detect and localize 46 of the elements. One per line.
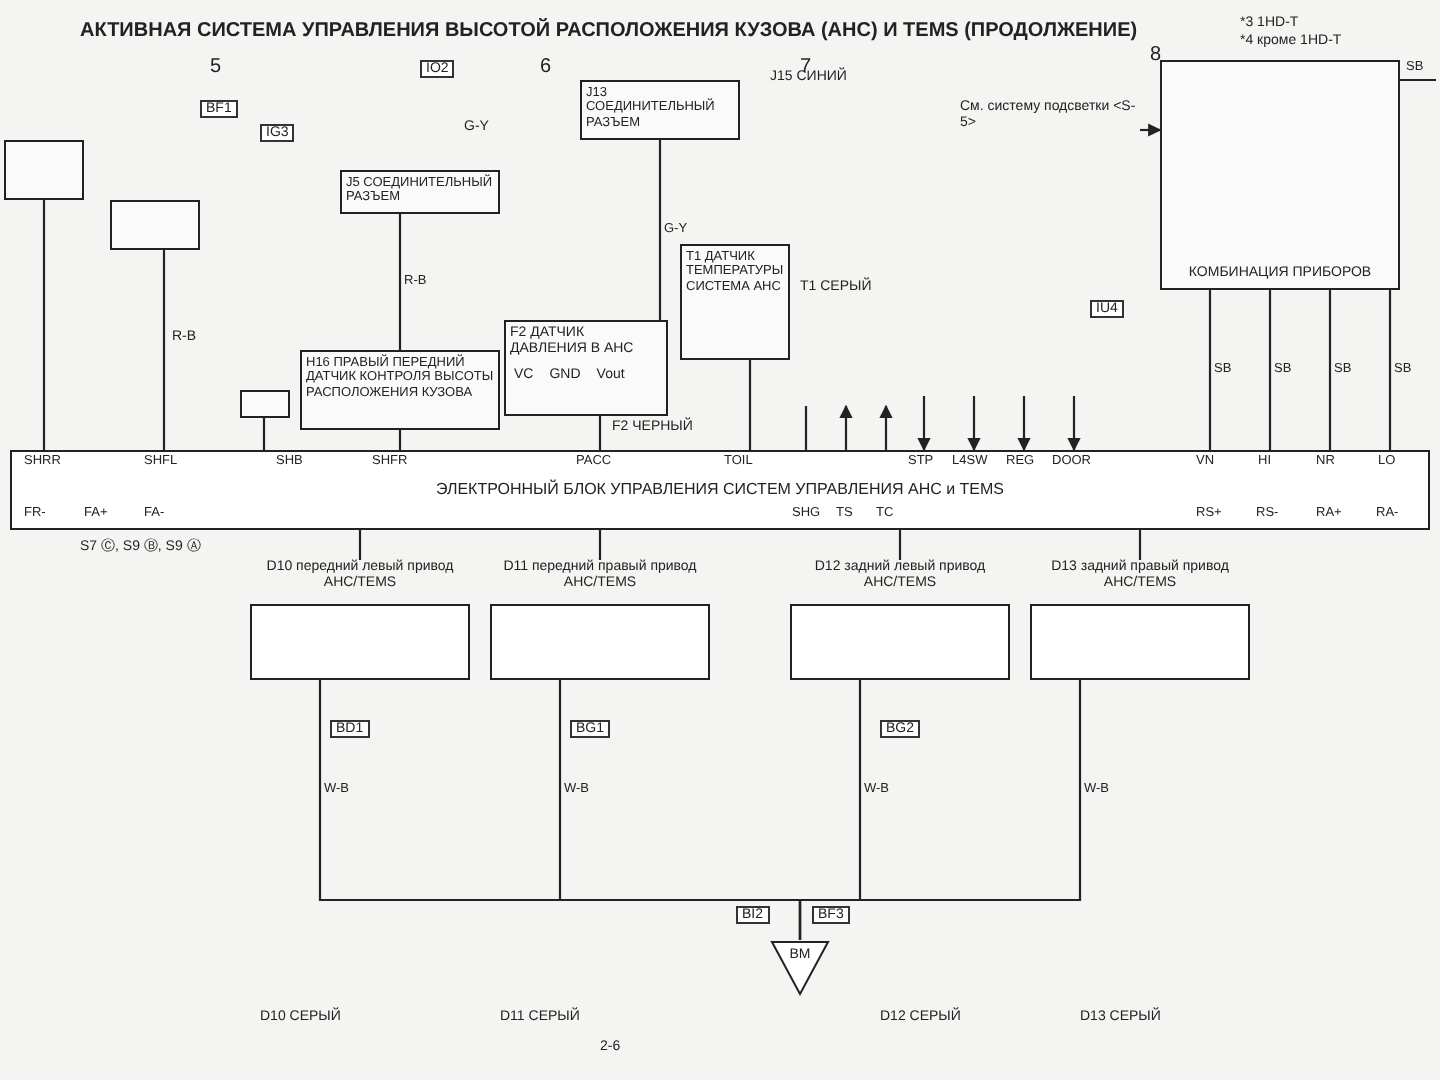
wire [804, 406, 808, 450]
wire [262, 418, 266, 450]
wire [358, 530, 362, 560]
control-unit-block [10, 450, 1430, 530]
arrow [967, 396, 981, 452]
wire [1208, 290, 1212, 450]
title: АКТИВНАЯ СИСТЕМА УПРАВЛЕНИЯ ВЫСОТОЙ РАСПОЛОЖЕНИЯ КУЗОВА (AHC) И TEMS (ПРОДОЛЖЕНИЕ) [80, 20, 1138, 42]
sensor-box [300, 350, 500, 430]
sensor-box [504, 320, 668, 416]
connector-box [340, 170, 500, 214]
wire [748, 360, 752, 450]
arrow [879, 404, 893, 450]
connector-box [580, 80, 740, 140]
arrow [917, 396, 931, 452]
wire [658, 140, 662, 320]
wire [598, 530, 602, 560]
component-box [240, 390, 290, 418]
wire [798, 680, 1082, 940]
wire [1388, 290, 1392, 450]
sensor-box [680, 244, 790, 360]
arrow [839, 404, 853, 450]
ground-symbol [770, 940, 830, 996]
actuator-box [1030, 560, 1250, 680]
component-label: ЭЛЕКТРОННЫЙ БЛОК УПРАВЛЕНИЯ СИСТЕМ УПРАВЛЕНИЯ АНС и TEMS [435, 480, 1005, 500]
section-number: 8 [1150, 44, 1162, 66]
actuator-box [790, 560, 1010, 680]
section-number: 5 [210, 56, 222, 78]
arrow [1140, 123, 1162, 137]
wire [1328, 290, 1332, 450]
wire [898, 530, 902, 560]
wire [1268, 290, 1272, 450]
actuator-box [250, 560, 470, 680]
wire [398, 430, 402, 450]
arrow [1067, 396, 1081, 452]
wire [162, 250, 166, 450]
wire [42, 200, 46, 450]
section-number: 6 [540, 56, 552, 78]
arrow [1017, 396, 1031, 452]
wire [398, 214, 402, 350]
wire [1138, 530, 1142, 560]
wire [1400, 78, 1436, 82]
component-box [4, 140, 84, 200]
wire [598, 416, 602, 450]
instrument-cluster-box [1160, 60, 1400, 290]
component-box [110, 200, 200, 250]
actuator-box [490, 560, 710, 680]
